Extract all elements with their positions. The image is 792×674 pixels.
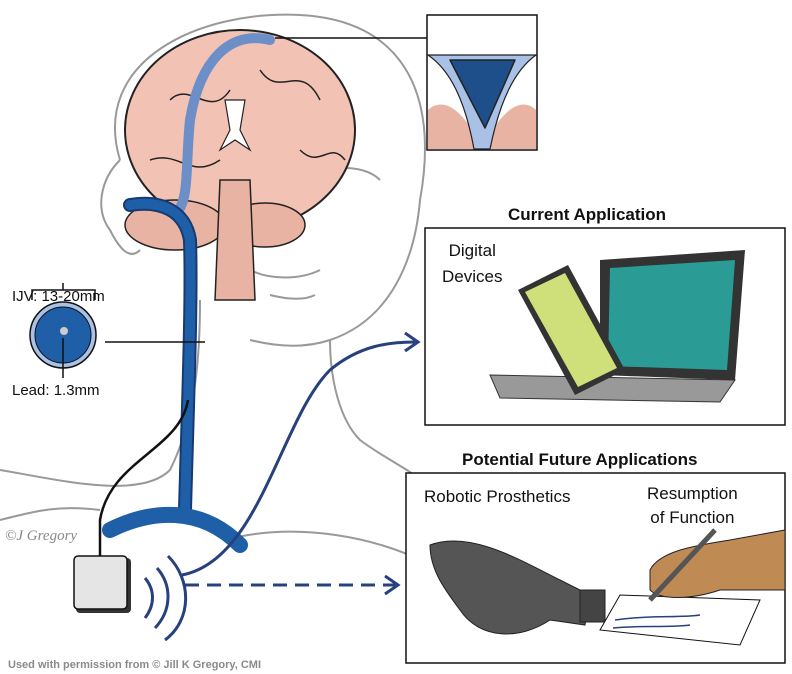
robotic-hand-illustration (429, 540, 606, 635)
artist-signature: ©J Gregory (5, 528, 78, 544)
vessel-cross-section (29, 283, 97, 378)
future-applications-title: Potential Future Applications (462, 450, 698, 469)
ijv-diameter-label: IJV: 13-20mm (12, 288, 105, 305)
brain (124, 29, 356, 301)
function-line1: Resumption (647, 484, 738, 503)
robotic-prosthetics-label: Robotic Prosthetics (424, 487, 571, 506)
signal-arrows (143, 331, 421, 642)
digital-devices-label: Digital Devices (442, 238, 502, 290)
head-outline (0, 13, 427, 561)
resumption-of-function-label: Resumption of Function (647, 482, 738, 530)
digital-devices-line2: Devices (442, 267, 503, 286)
function-line2: of Function (650, 508, 735, 527)
phone-illustration (518, 265, 625, 395)
permission-credit: Used with permission from © Jill K Grego… (8, 659, 261, 671)
lead-diameter-label: Lead: 1.3mm (12, 382, 100, 399)
transmitter-device (73, 555, 131, 613)
stentrode-inset (426, 14, 538, 151)
digital-devices-line1: Digital (448, 241, 496, 260)
lead-wire (98, 399, 190, 560)
current-application-title: Current Application (508, 205, 667, 224)
laptop-illustration (489, 250, 745, 403)
jugular-vein (102, 33, 275, 553)
writing-hand-illustration (599, 528, 786, 646)
